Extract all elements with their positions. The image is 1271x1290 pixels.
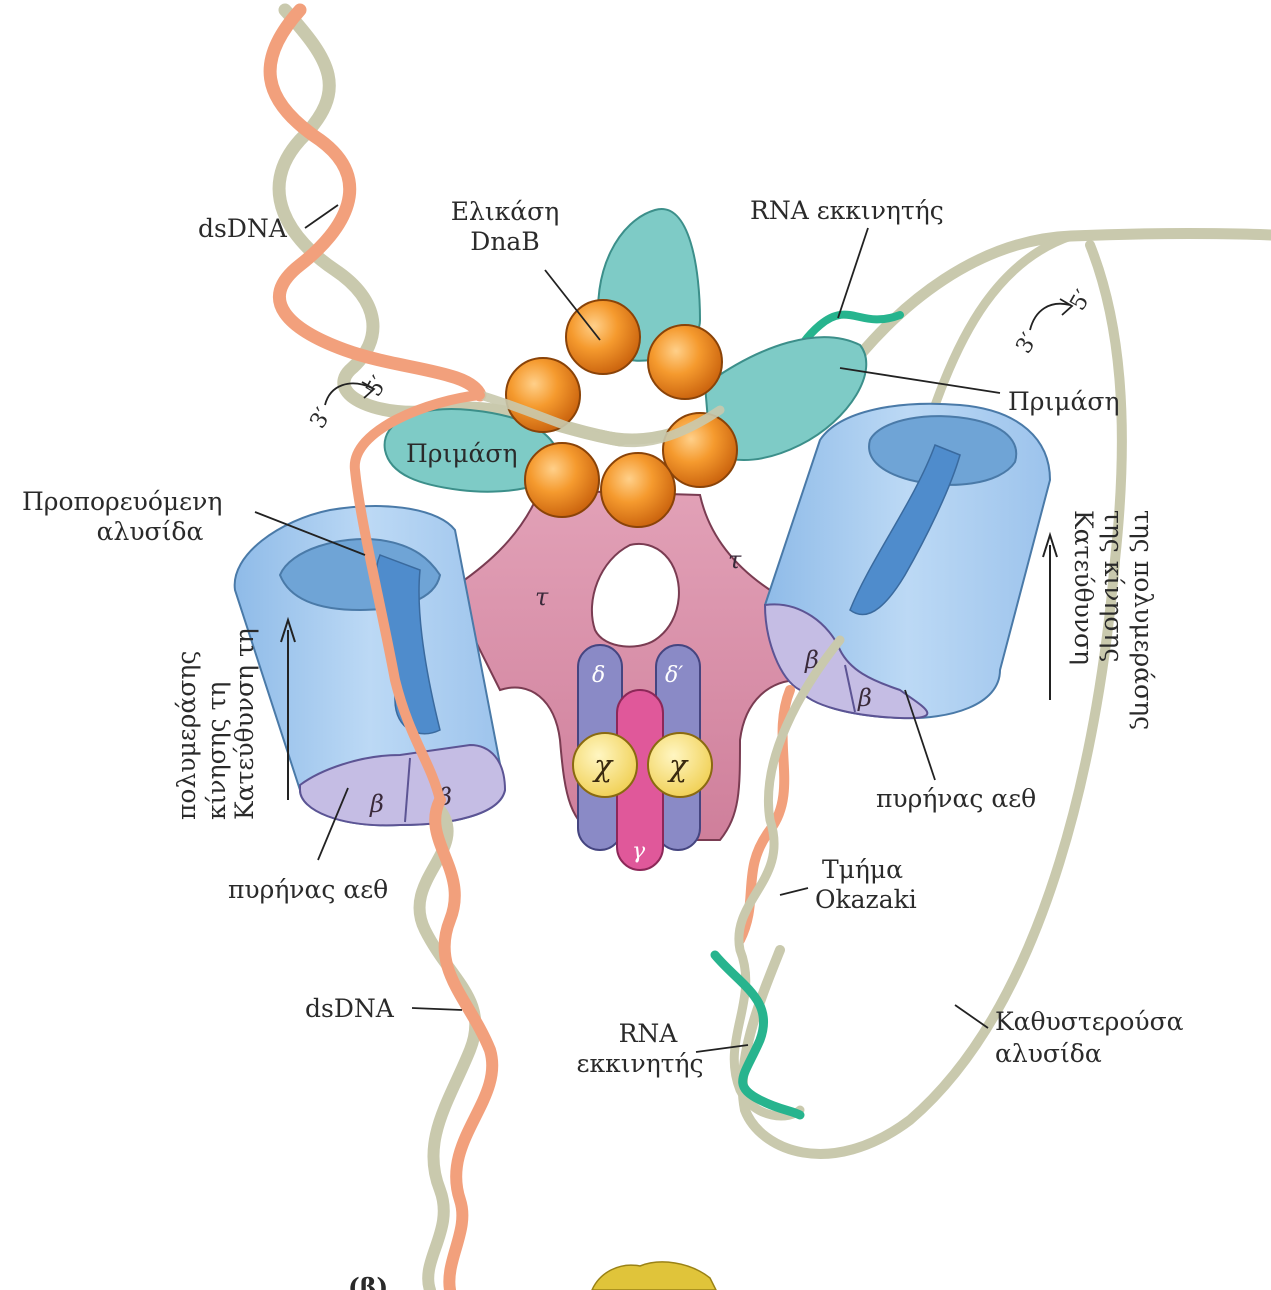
direction-left-line1: Κατεύθυνση τη (230, 628, 259, 820)
primase-left-label: Πριμάση (406, 439, 517, 468)
leader-dsdna-bottom (412, 1008, 462, 1010)
leader-lagging (955, 1005, 988, 1028)
panel-label: (β) (348, 1273, 388, 1290)
chi-left-label: χ (592, 749, 614, 784)
lagging-label-line1: Καθυστερούσα (995, 1007, 1184, 1036)
beta-left-1-label: β (369, 790, 384, 818)
dsdna-top-label: dsDNA (198, 214, 288, 243)
direction-right-line2: της κίνησης (1099, 510, 1128, 662)
delta-label: δ (592, 663, 605, 688)
rna-primer-bottom-strand (715, 955, 800, 1115)
okazaki-label-line1: Τμήμα (822, 855, 903, 884)
dsdna-bottom-helix (419, 800, 492, 1290)
delta-prime-label: δ′ (665, 663, 683, 688)
core-right-label: πυρήνας αεθ (876, 784, 1036, 813)
strand-right-3-label: 3′ (1012, 329, 1043, 358)
direction-left-line3: πολυμεράσης (172, 651, 201, 820)
direction-left-line2: κίνησης τη (202, 682, 231, 820)
right-polymerase-core: β β (765, 404, 1050, 718)
primase-right-label: Πριμάση (1008, 387, 1119, 416)
beta-right-2-label: β (857, 684, 872, 712)
partial-structure-image (592, 1262, 716, 1290)
direction-right-line1: Κατεύθυνση (1069, 510, 1098, 665)
lagging-label-line2: αλυσίδα (995, 1039, 1102, 1068)
helicase-subunit (648, 325, 722, 399)
leader-okazaki (780, 888, 808, 895)
rna-primer-bottom-line1: RNA (619, 1019, 679, 1048)
okazaki-label-line2: Okazaki (815, 885, 917, 914)
right-3to5-arrow (1030, 304, 1070, 330)
chi-right-label: χ (667, 749, 689, 784)
gamma-label: γ (632, 839, 646, 864)
strand-left-3-label: 3′ (306, 404, 337, 433)
core-left-label: πυρήνας αεθ (228, 875, 388, 904)
direction-right-line3: της πολυμεράσης (1129, 510, 1158, 730)
helicase-label-line1: Ελικάση (451, 197, 559, 226)
rna-primer-top-label: RNA εκκινητής (750, 196, 944, 225)
leading-strand-label-line1: Προπορευόμενη (22, 487, 222, 516)
dsdna-bottom-label: dsDNA (305, 994, 395, 1023)
leader-rna-primer-top (838, 228, 868, 318)
leader-rna-primer-bottom (696, 1045, 748, 1052)
leading-strand-label-line2: αλυσίδα (97, 517, 204, 546)
strand-right-5-label: 5′ (1066, 286, 1097, 315)
helicase-subunit (525, 443, 599, 517)
helicase-label-line2: DnaB (470, 227, 539, 256)
tau-right-label: τ (728, 546, 742, 574)
helicase-subunit (601, 453, 675, 527)
rna-primer-bottom-line2: εκκινητής (577, 1049, 704, 1078)
tau-left-label: τ (535, 583, 549, 611)
